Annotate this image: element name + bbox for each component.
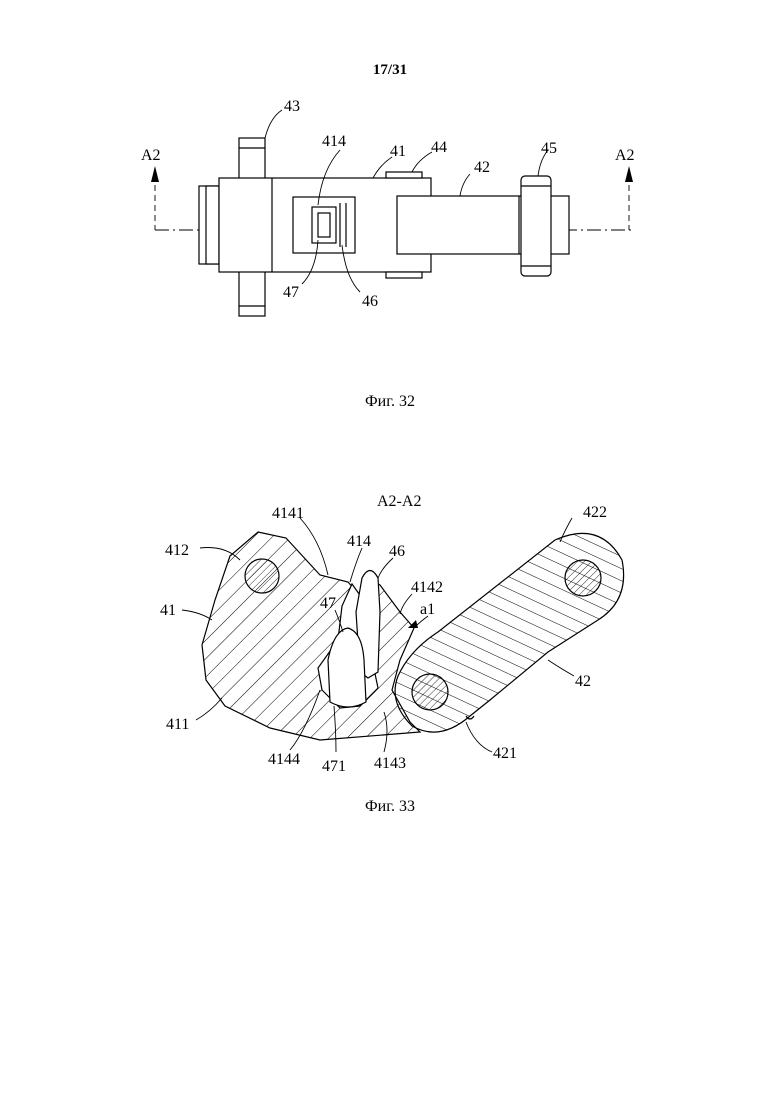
pin-412 [245, 559, 279, 593]
label-4141: 4141 [272, 505, 304, 522]
label-414: 414 [322, 133, 346, 150]
pin-422 [565, 560, 601, 596]
label-47: 47 [283, 284, 299, 301]
figure-32-caption: Фиг. 32 [0, 393, 780, 411]
section-mark-right: A2 [615, 147, 635, 164]
label-4144: 4144 [268, 751, 300, 768]
figure-33-caption: Фиг. 33 [0, 798, 780, 816]
label-421: 421 [493, 745, 517, 762]
pin-45 [521, 176, 551, 276]
label-44: 44 [431, 139, 447, 156]
label-4143: 4143 [374, 755, 406, 772]
figure-32-top-view [151, 110, 633, 316]
section-arrow-left-icon [151, 166, 159, 182]
label-412: 412 [165, 542, 189, 559]
label-42: 42 [575, 673, 591, 690]
pin-lower [412, 674, 448, 710]
label-41: 41 [160, 602, 176, 619]
label-a1: a1 [420, 601, 435, 618]
label-45: 45 [541, 140, 557, 157]
label-42: 42 [474, 159, 490, 176]
label-46: 46 [389, 543, 405, 560]
label-43: 43 [284, 98, 300, 115]
label-46: 46 [362, 293, 378, 310]
label-422: 422 [583, 504, 607, 521]
section-arrow-right-icon [625, 166, 633, 182]
washer-44 [386, 172, 422, 178]
label-414: 414 [347, 533, 371, 550]
section-title: A2-A2 [377, 493, 421, 510]
label-471: 471 [322, 758, 346, 775]
label-4142: 4142 [411, 579, 443, 596]
label-47: 47 [320, 595, 336, 612]
section-mark-left: A2 [141, 147, 161, 164]
label-41: 41 [390, 143, 406, 160]
label-411: 411 [166, 716, 189, 733]
